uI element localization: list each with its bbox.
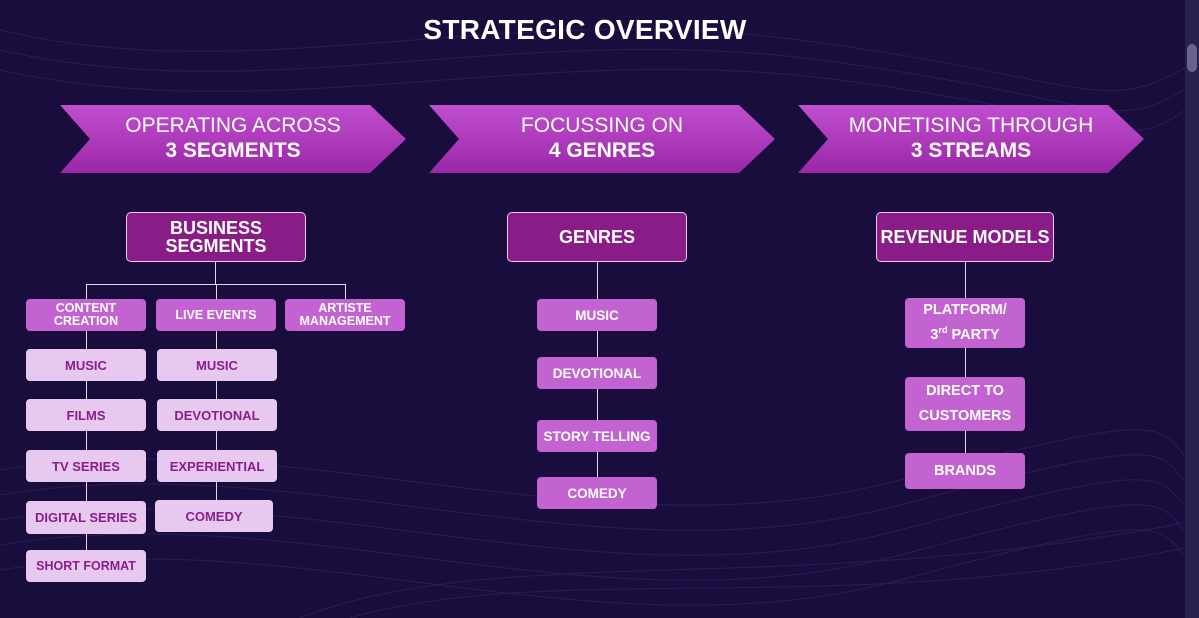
genre-devotional: DEVOTIONAL	[537, 357, 657, 389]
content-item-films: FILMS	[26, 399, 146, 431]
scrollbar-track[interactable]	[1185, 0, 1199, 618]
live-item-music: MUSIC	[157, 349, 277, 381]
connector-line	[86, 284, 87, 300]
banner-line2: 3 STREAMS	[910, 139, 1032, 162]
live-item-experiential: EXPERIENTIAL	[157, 450, 277, 482]
genre-comedy: COMEDY	[537, 477, 657, 509]
artiste-management-box: ARTISTE MANAGEMENT	[285, 299, 405, 331]
platform-line1: PLATFORM/	[923, 302, 1007, 318]
banner-arrow-shape	[798, 105, 1144, 173]
connector-line	[215, 262, 216, 284]
banner-line2: 3 SEGMENTS	[165, 139, 301, 162]
banner-segments: OPERATING ACROSS 3 SEGMENTS	[60, 105, 406, 173]
content-item-tv-series: TV SERIES	[26, 450, 146, 482]
content-item-music: MUSIC	[26, 349, 146, 381]
direct-to-customers-box: DIRECT TO CUSTOMERS	[905, 377, 1025, 431]
genres-heading: GENRES	[507, 212, 687, 262]
content-item-short-format: SHORT FORMAT	[26, 550, 146, 582]
genre-music: MUSIC	[537, 299, 657, 331]
connector-line	[216, 284, 217, 300]
banner-line1: OPERATING ACROSS	[125, 114, 341, 137]
scrollbar-thumb[interactable]	[1187, 44, 1197, 72]
connector-line	[345, 284, 346, 300]
business-segments-heading: BUSINESS SEGMENTS	[126, 212, 306, 262]
platform-rest: PARTY	[947, 327, 1000, 343]
platform-ordinal: rd	[938, 325, 948, 336]
banner-streams: MONETISING THROUGH 3 STREAMS	[798, 105, 1144, 173]
platform-third-party-box: PLATFORM/ 3rd PARTY	[905, 298, 1025, 348]
banner-line1: FOCUSSING ON	[520, 114, 684, 137]
platform-line2: 3rd PARTY	[930, 323, 999, 348]
live-item-comedy: COMEDY	[155, 500, 273, 532]
banner-genres: FOCUSSING ON 4 GENRES	[429, 105, 775, 173]
revenue-models-heading: REVENUE MODELS	[876, 212, 1054, 262]
platform-number: 3	[930, 327, 939, 343]
content-creation-box: CONTENT CREATION	[26, 299, 146, 331]
brands-box: BRANDS	[905, 453, 1025, 489]
page-title: STRATEGIC OVERVIEW	[423, 14, 747, 45]
connector-line	[965, 262, 966, 460]
banner-arrow-shape	[429, 105, 775, 173]
content-item-digital-series: DIGITAL SERIES	[26, 501, 146, 534]
banner-arrow-shape	[60, 105, 406, 173]
connector-line	[86, 330, 87, 552]
live-events-box: LIVE EVENTS	[156, 299, 276, 331]
banner-line2: 4 GENRES	[548, 139, 656, 162]
genre-story-telling: STORY TELLING	[537, 420, 657, 452]
live-item-devotional: DEVOTIONAL	[157, 399, 277, 431]
banner-line1: MONETISING THROUGH	[848, 114, 1094, 137]
